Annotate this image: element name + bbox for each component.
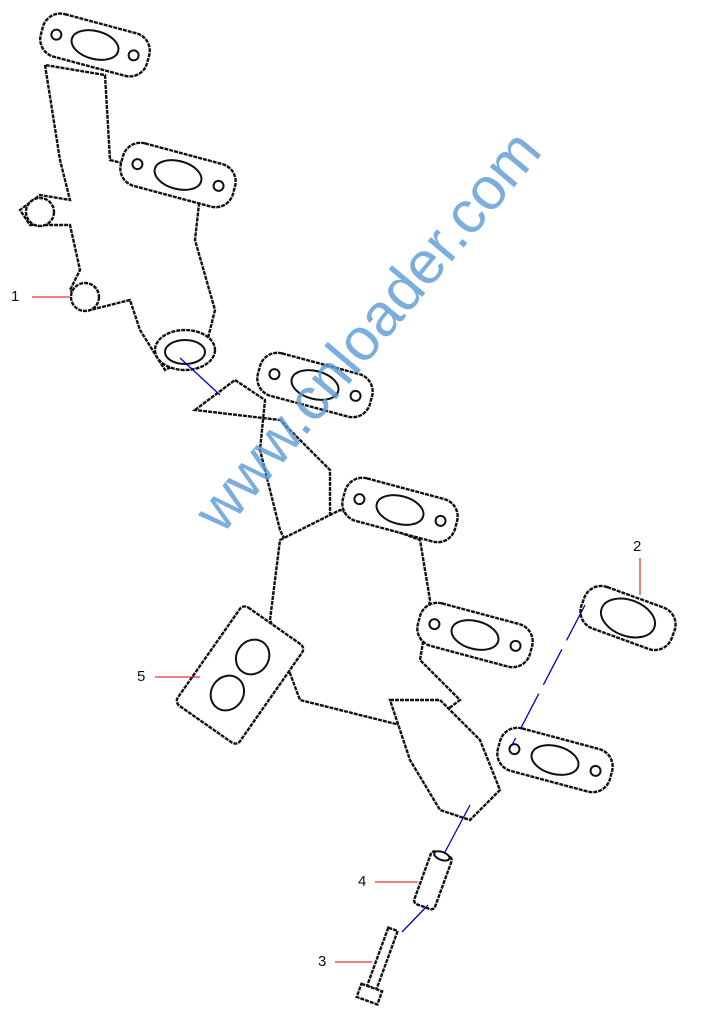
bolt-3: [355, 926, 400, 1007]
callout-3: 3: [318, 953, 327, 970]
axis-line: [401, 904, 429, 933]
plug-upper: [24, 196, 56, 228]
spacer-4: [412, 850, 453, 911]
callout-2: 2: [633, 538, 642, 555]
callout-4: 4: [358, 873, 367, 890]
callout-5: 5: [137, 668, 146, 685]
plug-1: [69, 281, 101, 313]
callout-1: 1: [11, 288, 20, 305]
front-manifold-section: [18, 63, 217, 372]
axis-line: [179, 357, 221, 396]
outlet-gasket-5: [175, 605, 305, 745]
axis-line: [444, 804, 471, 853]
axis-line: [511, 604, 586, 746]
port-flanges: [39, 12, 614, 822]
gasket-2: [579, 584, 677, 652]
